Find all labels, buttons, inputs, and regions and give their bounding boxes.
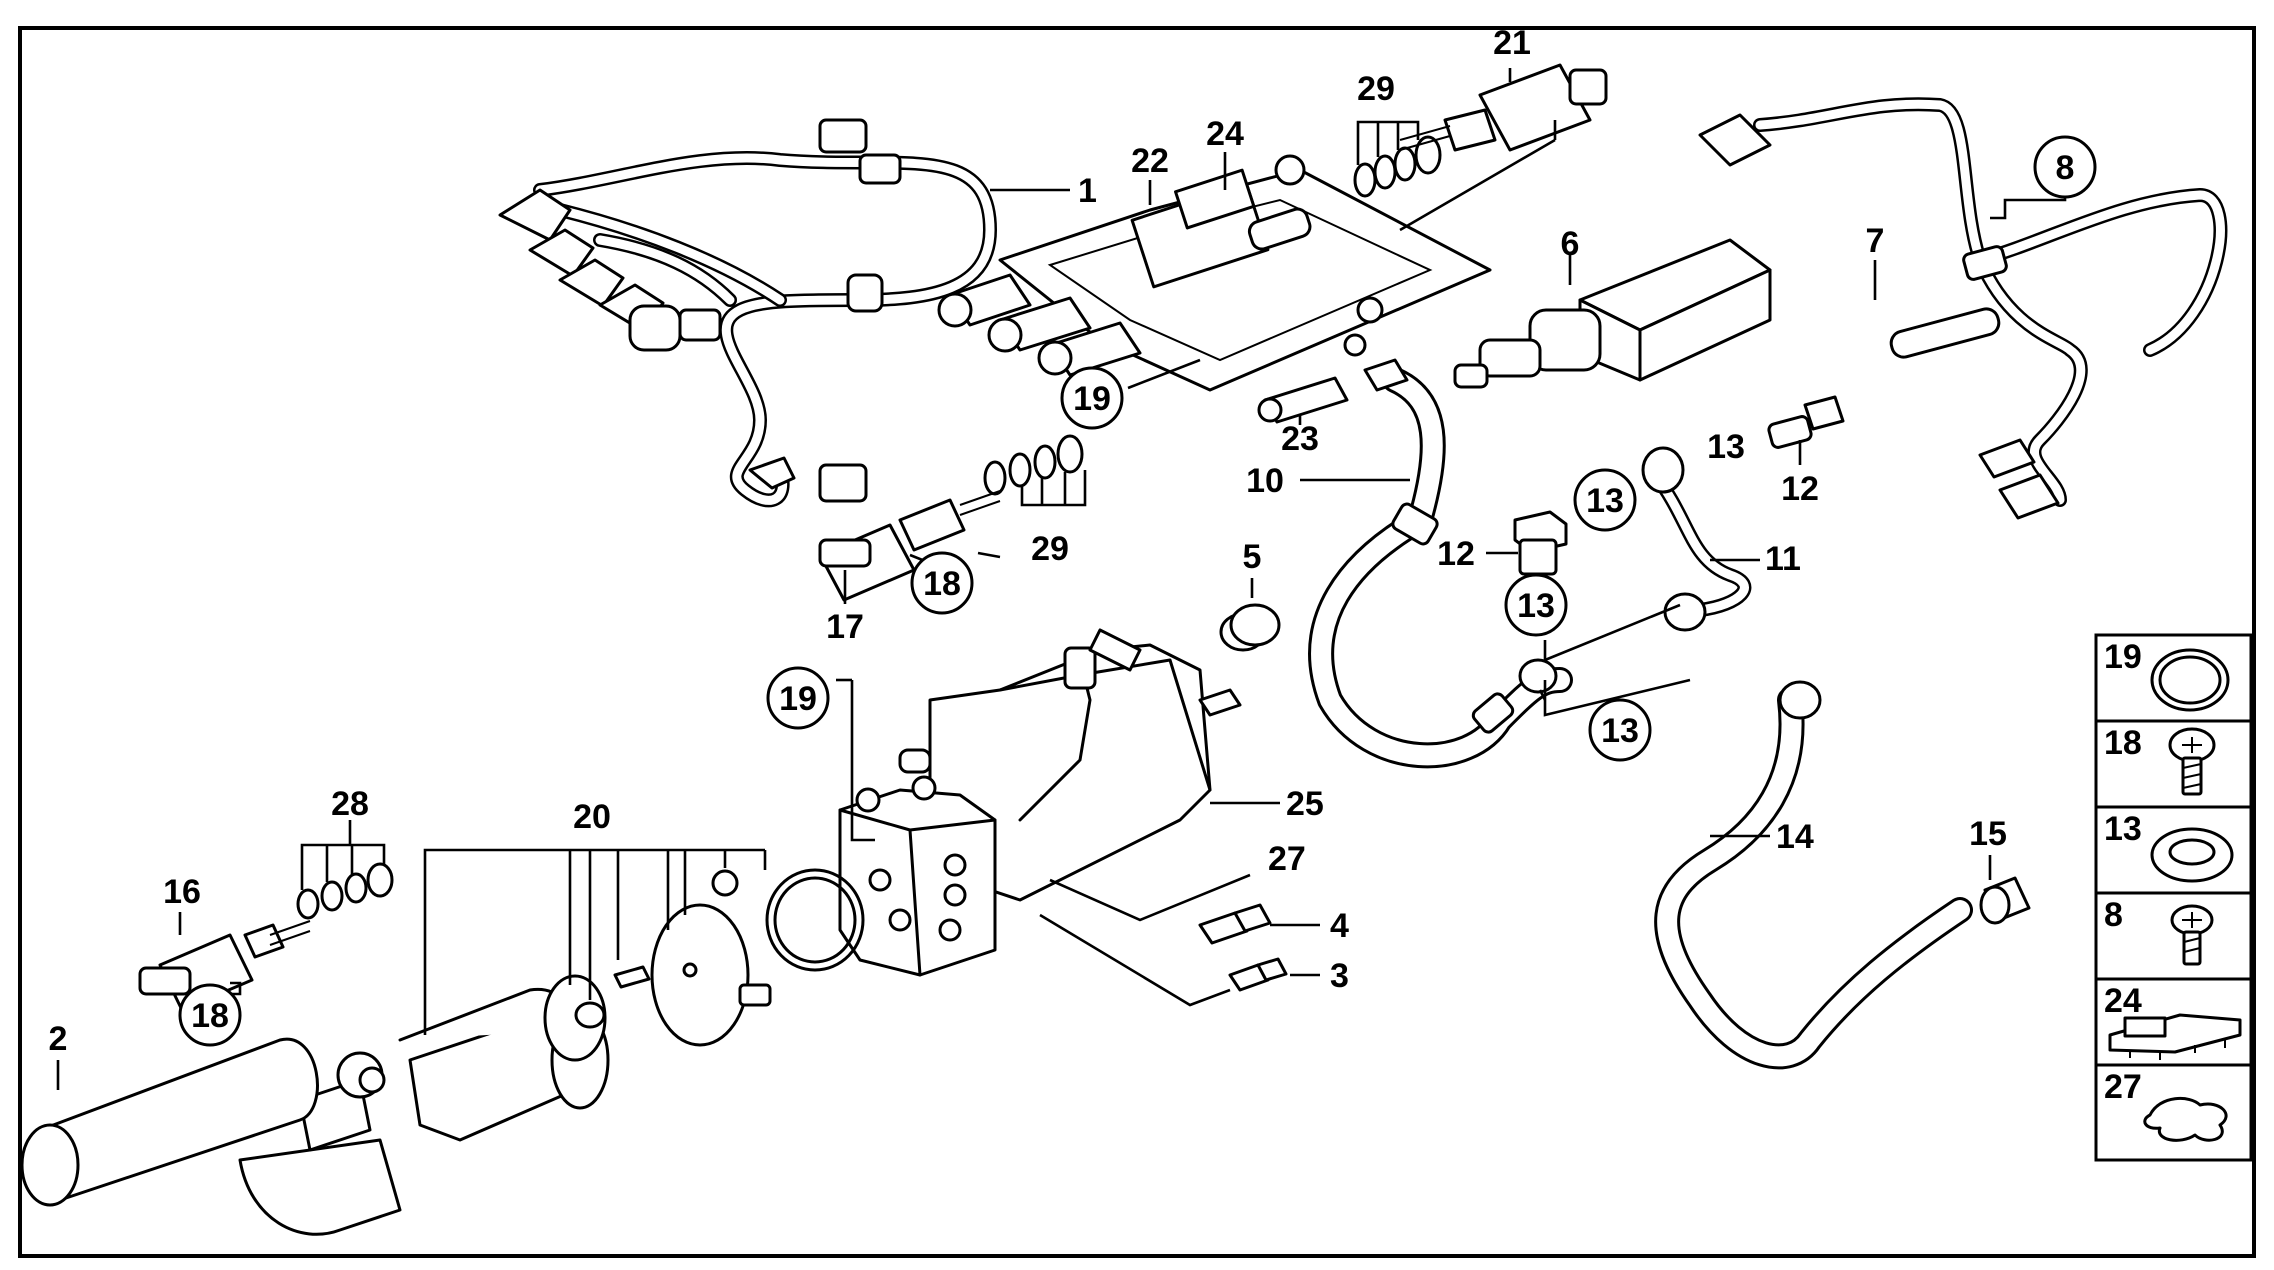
part-label-16: 16 bbox=[163, 873, 201, 911]
part-label-13-upper: 13 bbox=[1707, 428, 1745, 466]
part-label-18-mid: 18 bbox=[923, 565, 961, 603]
wiring-harness-part bbox=[498, 118, 997, 508]
part-label-23: 23 bbox=[1281, 420, 1319, 458]
o-rings-mid-part bbox=[983, 434, 1084, 496]
gasket-icon bbox=[2143, 1096, 2228, 1142]
banjo-bolt-upper-part bbox=[1767, 395, 1845, 449]
part-label-21: 21 bbox=[1493, 24, 1531, 62]
part-label-24: 24 bbox=[1206, 115, 1244, 153]
o-rings-upper-part bbox=[1353, 135, 1442, 198]
pressure-sensor-part bbox=[1198, 903, 1272, 945]
temperature-sensor-part bbox=[1228, 957, 1288, 992]
part-label-11: 11 bbox=[1765, 540, 1801, 578]
hydraulic-unit-part bbox=[838, 628, 1242, 977]
part-label-5: 5 bbox=[1243, 538, 1262, 576]
part-label-17: 17 bbox=[826, 608, 864, 646]
legend-number-18: 18 bbox=[2104, 724, 2142, 762]
o-rings-lower-part bbox=[296, 862, 394, 920]
part-label-13-left: 13 bbox=[1517, 587, 1555, 625]
part-label-6: 6 bbox=[1561, 225, 1580, 263]
part-label-13-lower: 13 bbox=[1601, 712, 1639, 750]
seal-ring-large-part bbox=[765, 868, 865, 972]
part-label-19-lower: 19 bbox=[779, 680, 817, 718]
actuator-part bbox=[1453, 238, 1772, 389]
part-label-14: 14 bbox=[1776, 818, 1814, 856]
bolt-small-part bbox=[613, 965, 651, 989]
valve-body-plate-part bbox=[937, 154, 1492, 392]
legend-panel: 19 18 13 8 24 27 bbox=[2094, 633, 2253, 1162]
cap-part bbox=[1219, 603, 1281, 652]
part-label-3: 3 bbox=[1330, 957, 1349, 995]
sleeve-part bbox=[1257, 376, 1349, 424]
part-label-29-upper: 29 bbox=[1357, 70, 1395, 108]
part-label-18-lower: 18 bbox=[191, 997, 229, 1035]
legend-number-13: 13 bbox=[2104, 810, 2142, 848]
banjo-line-part bbox=[1641, 446, 1752, 632]
pressure-accumulator-part bbox=[238, 987, 610, 1236]
o-ring-icon bbox=[2150, 648, 2230, 712]
part-label-12-lower: 12 bbox=[1437, 535, 1475, 573]
brake-line-part bbox=[1308, 358, 1573, 769]
part-label-7: 7 bbox=[1866, 222, 1885, 260]
part-label-28: 28 bbox=[331, 785, 369, 823]
legend-number-8: 8 bbox=[2104, 896, 2123, 934]
sensor-wire-part bbox=[1698, 97, 2228, 520]
screw-icon bbox=[2168, 727, 2216, 796]
screw-icon bbox=[2170, 904, 2214, 966]
part-label-15: 15 bbox=[1969, 815, 2007, 853]
part-label-8: 8 bbox=[2056, 149, 2075, 187]
solenoid-mid-part bbox=[818, 490, 1001, 602]
membrane-part bbox=[543, 974, 607, 1062]
hose-clamp-part bbox=[1979, 876, 2031, 925]
part-label-22: 22 bbox=[1131, 142, 1169, 180]
hose-part bbox=[1654, 680, 1973, 1070]
part-label-12-upper: 12 bbox=[1781, 470, 1819, 508]
legend-number-19: 19 bbox=[2104, 638, 2142, 676]
banjo-fitting-part bbox=[1518, 658, 1558, 694]
part-label-29-lower: 29 bbox=[1031, 530, 1069, 568]
banjo-bolt-lower-part bbox=[1513, 510, 1568, 576]
legend-number-24: 24 bbox=[2104, 982, 2142, 1020]
solenoid-lower-part bbox=[138, 920, 311, 1012]
clamp-ring-part bbox=[650, 903, 772, 1047]
solenoid-upper-part bbox=[1399, 63, 1608, 152]
part-label-20: 20 bbox=[573, 798, 611, 836]
accumulator-cylinder-part bbox=[20, 1037, 319, 1207]
diagram-frame bbox=[18, 26, 2256, 1258]
part-label-10: 10 bbox=[1246, 462, 1284, 500]
legend-number-27: 27 bbox=[2104, 1068, 2142, 1106]
part-label-1: 1 bbox=[1078, 172, 1097, 210]
part-label-27: 27 bbox=[1268, 840, 1306, 878]
part-label-25: 25 bbox=[1286, 785, 1324, 823]
part-label-13-mid: 13 bbox=[1586, 482, 1624, 520]
part-label-19-upper: 19 bbox=[1073, 380, 1111, 418]
seal-washer-icon bbox=[2150, 827, 2234, 883]
part-label-2: 2 bbox=[49, 1020, 68, 1058]
bracket-icon bbox=[2108, 1013, 2242, 1060]
part-label-4: 4 bbox=[1330, 907, 1349, 945]
